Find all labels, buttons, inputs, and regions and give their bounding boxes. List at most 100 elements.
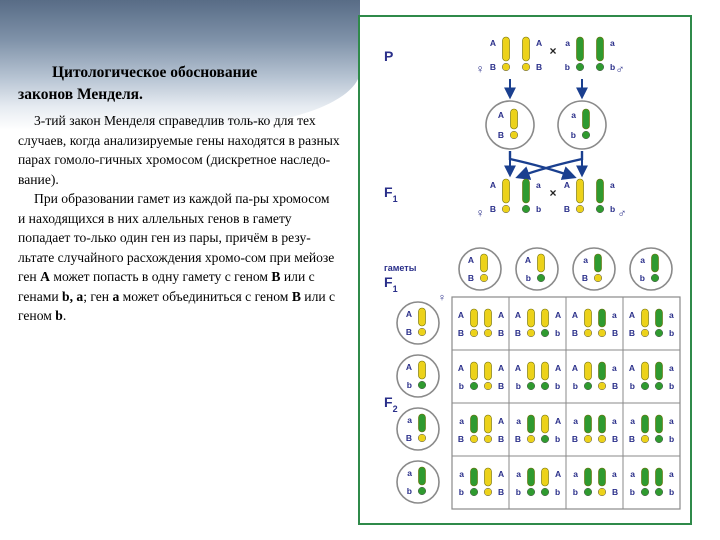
gene-label: A bbox=[40, 269, 50, 284]
gene-label: B bbox=[271, 269, 280, 284]
chromosome-rod bbox=[419, 308, 426, 326]
chromosome-dot bbox=[584, 382, 592, 390]
gene-label: B bbox=[564, 204, 570, 214]
chromosome-rod bbox=[595, 254, 602, 272]
gene-label: A bbox=[498, 310, 504, 320]
gene-label: b bbox=[669, 434, 674, 444]
gene-label: a bbox=[612, 363, 617, 373]
gene-label: a bbox=[459, 416, 464, 426]
label-F1b-sub: 1 bbox=[393, 284, 398, 294]
chromosome-rod bbox=[481, 254, 488, 272]
chromosome-dot bbox=[541, 382, 549, 390]
chromosome-rod bbox=[656, 362, 663, 380]
gene-label: b bbox=[526, 273, 531, 283]
chromosome-dot bbox=[596, 63, 604, 71]
chromosome-dot bbox=[584, 329, 592, 337]
gene-label: A bbox=[498, 363, 504, 373]
chromosome-dot bbox=[470, 329, 478, 337]
gamete-circle bbox=[486, 101, 534, 149]
chromosome-rod bbox=[656, 468, 663, 486]
gene-label: A bbox=[572, 363, 578, 373]
chromosome-dot bbox=[418, 434, 426, 442]
chromosome-rod bbox=[485, 362, 492, 380]
diagram-drawing: ABABabab×♀♂ABabABabABab×♀♂ABABABAbABaBAB… bbox=[397, 37, 680, 509]
label-F1-gametes: F1 bbox=[384, 274, 398, 294]
gene-label: B bbox=[458, 434, 464, 444]
chromosome-dot bbox=[470, 382, 478, 390]
label-F1: F1 bbox=[384, 184, 398, 204]
chromosome-dot bbox=[641, 488, 649, 496]
gene-label: B bbox=[515, 328, 521, 338]
gene-label: B bbox=[572, 434, 578, 444]
gamete-circle bbox=[397, 302, 439, 344]
gene-label: A bbox=[458, 363, 464, 373]
chromosome-rod bbox=[542, 415, 549, 433]
chromosome: ab bbox=[565, 37, 584, 72]
chromosome: AB bbox=[490, 37, 510, 72]
genetics-diagram: P F1 гаметы F1 F2 ABABabab×♀♂ABabABabABa… bbox=[360, 17, 690, 523]
chromosome-dot bbox=[484, 382, 492, 390]
chromosome-dot bbox=[541, 329, 549, 337]
slide-title: Цитологическое обоснование законов Менде… bbox=[18, 62, 348, 106]
chromosome-rod bbox=[642, 362, 649, 380]
chromosome-rod bbox=[419, 414, 426, 432]
gamete-circle bbox=[630, 248, 672, 290]
chromosome-rod bbox=[523, 179, 530, 203]
gamete-circle bbox=[397, 355, 439, 397]
gene-label: B bbox=[612, 381, 618, 391]
chromosome-rod bbox=[471, 468, 478, 486]
gene-label: b bbox=[610, 204, 615, 214]
chromosome-dot bbox=[484, 435, 492, 443]
gene-label: a bbox=[459, 469, 464, 479]
chromosome-rod bbox=[585, 309, 592, 327]
gamete-circle bbox=[573, 248, 615, 290]
gene-label: a bbox=[669, 416, 674, 426]
cross-symbol: × bbox=[549, 44, 556, 58]
gene-label: a bbox=[565, 38, 570, 48]
chromosome: ab bbox=[596, 37, 615, 72]
chromosome: AB bbox=[522, 37, 542, 72]
gene-label: A bbox=[525, 255, 531, 265]
chromosome-rod bbox=[528, 468, 535, 486]
chromosome-rod bbox=[599, 415, 606, 433]
gene-label: B bbox=[406, 433, 412, 443]
chromosome-dot bbox=[537, 274, 545, 282]
chromosome-dot bbox=[641, 329, 649, 337]
chromosome-dot bbox=[527, 329, 535, 337]
chromosome: ab bbox=[596, 179, 615, 214]
gene-label: A bbox=[515, 363, 521, 373]
gene-label: B bbox=[629, 434, 635, 444]
chromosome-dot bbox=[418, 381, 426, 389]
chromosome-rod bbox=[471, 309, 478, 327]
cross-symbol: × bbox=[549, 186, 556, 200]
chromosome-dot bbox=[655, 488, 663, 496]
gene-label: A bbox=[572, 310, 578, 320]
gene-label: b bbox=[459, 381, 464, 391]
gene-label: a bbox=[630, 416, 635, 426]
gene-label: A bbox=[629, 310, 635, 320]
female-symbol: ♀ bbox=[476, 62, 485, 76]
gene-label: B bbox=[612, 434, 618, 444]
gene-label: B bbox=[498, 434, 504, 444]
gene-label: a bbox=[640, 255, 645, 265]
chromosome-rod bbox=[485, 309, 492, 327]
chromosome-rod bbox=[585, 362, 592, 380]
chromosome-rod bbox=[419, 361, 426, 379]
chromosome-dot bbox=[598, 488, 606, 496]
chromosome-dot bbox=[596, 205, 604, 213]
gene-label: a bbox=[612, 416, 617, 426]
chromosome-dot bbox=[470, 488, 478, 496]
chromosome-dot bbox=[480, 274, 488, 282]
gene-label: b bbox=[516, 381, 521, 391]
gene-label: B bbox=[498, 381, 504, 391]
chromosome-dot bbox=[527, 382, 535, 390]
gamete-circle bbox=[516, 248, 558, 290]
gene-label: B bbox=[468, 273, 474, 283]
gene-label: b, bbox=[62, 289, 73, 304]
gene-label: b bbox=[571, 130, 576, 140]
chromosome-dot bbox=[522, 205, 530, 213]
chromosome-rod bbox=[528, 415, 535, 433]
slide-body-text: 3-тий закон Менделя справедлив толь-ко д… bbox=[18, 111, 340, 326]
chromosome-dot bbox=[418, 328, 426, 336]
chromosome-dot bbox=[522, 63, 530, 71]
